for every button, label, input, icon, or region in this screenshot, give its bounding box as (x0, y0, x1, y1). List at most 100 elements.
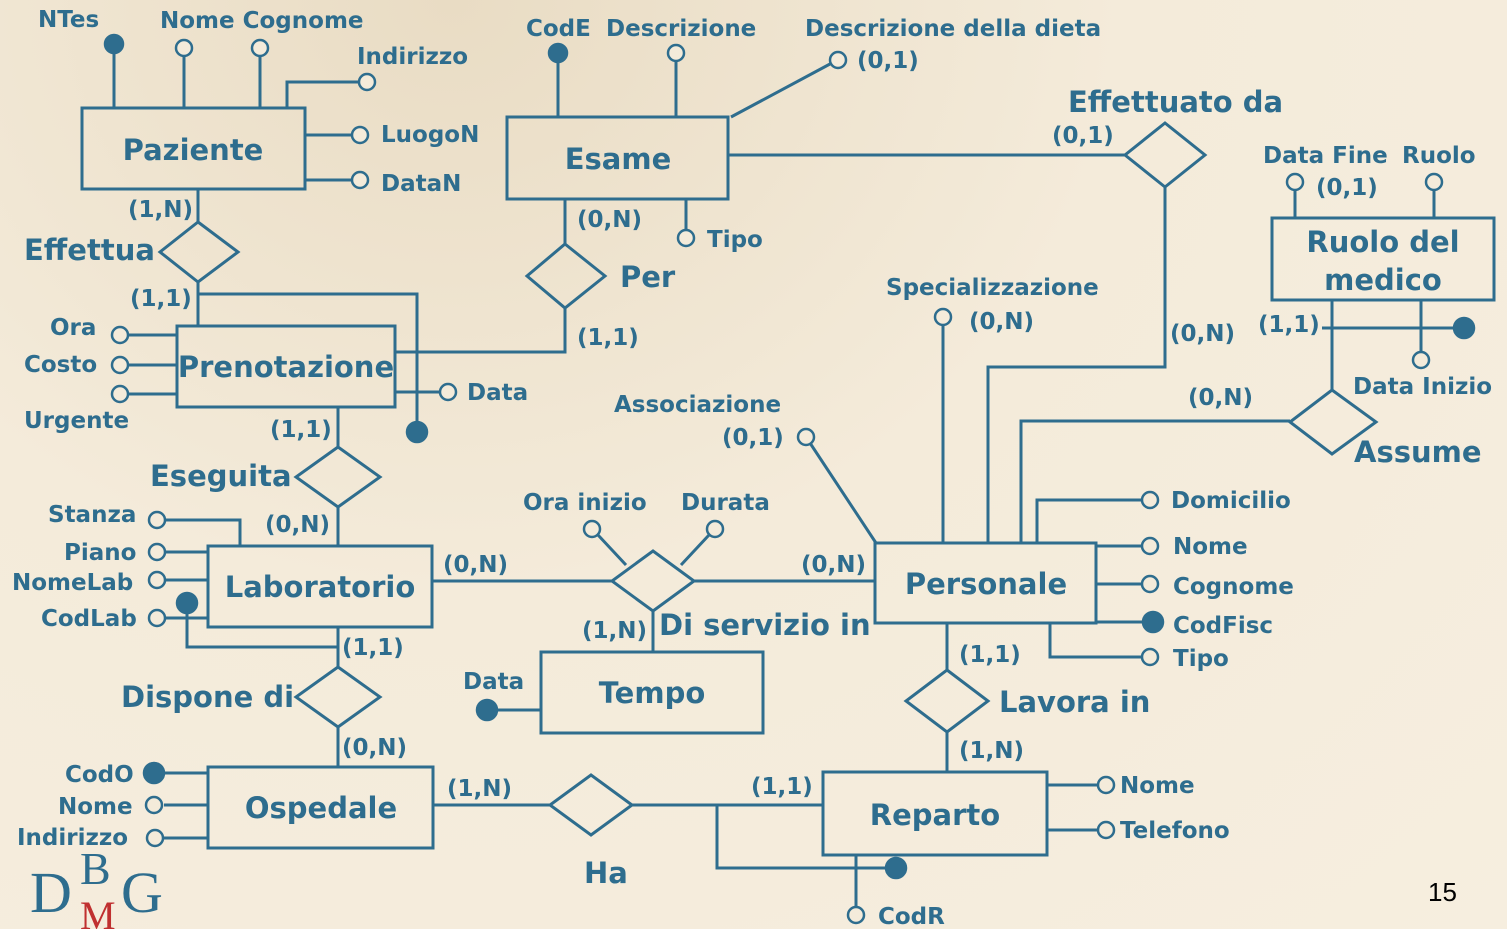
rel-eseguita-diamond (293, 445, 383, 509)
card-reparto-lavora: (1,N) (959, 738, 1024, 764)
rel-servizio-diamond (609, 549, 697, 613)
card-ospedale-ha: (1,N) (447, 776, 512, 802)
logo-letter-m: M (80, 893, 116, 929)
card-personale-assume: (0,N) (1188, 385, 1253, 411)
connections (112, 44, 1455, 909)
attr-tipo-personale: Tipo (1173, 646, 1229, 672)
attribute-marker (1096, 820, 1116, 840)
card-ruolo-assume: (1,1) (1258, 312, 1320, 338)
attribute-marker (676, 228, 696, 248)
attr-piano: Piano (64, 540, 136, 566)
attribute-marker (147, 608, 167, 628)
key-marker (475, 698, 499, 722)
attribute-markers (103, 33, 1476, 925)
card-prenotazione-per: (1,1) (577, 325, 639, 351)
relationships (157, 121, 1379, 837)
entity-reparto: Reparto (870, 798, 1000, 832)
entity-ruolo-line1: Ruolo del (1306, 225, 1459, 259)
attribute-marker (1411, 350, 1431, 370)
attribute-marker (438, 382, 458, 402)
attribute-marker (1285, 172, 1305, 192)
cardinalities: (1,N) (1,1) (0,N) (1,1) (0,1) (0,N) (1,1… (128, 123, 1320, 802)
rel-ha-diamond (547, 773, 635, 837)
attr-data-prenotazione: Data (467, 380, 528, 406)
entity-ospedale: Ospedale (245, 791, 397, 825)
attribute-marker (1140, 647, 1160, 667)
entity-paziente-box (80, 106, 307, 191)
attribute-marker (350, 170, 370, 190)
attribute-marker (145, 828, 165, 848)
attr-code: CodE (526, 16, 591, 42)
rel-lavora-diamond (903, 668, 991, 734)
attr-cognome-personale: Cognome (1173, 574, 1294, 600)
card-paziente-effettua: (1,N) (128, 197, 193, 223)
entities (80, 106, 1496, 857)
card-personale-lavora: (1,1) (959, 642, 1021, 668)
attr-ora: Ora (50, 315, 96, 341)
card-laboratorio-dispone: (1,1) (342, 635, 404, 661)
key-marker (175, 591, 199, 615)
attribute-marker (582, 519, 602, 539)
attr-codfisc: CodFisc (1173, 613, 1273, 639)
attribute-marker (1140, 490, 1160, 510)
logo-letter-g: G (121, 860, 163, 925)
card-reparto-ha: (1,1) (751, 774, 813, 800)
rel-eseguita: Eseguita (150, 459, 292, 493)
attr-ruolo: Ruolo (1402, 143, 1476, 169)
rel-assume: Assume (1354, 435, 1482, 469)
entity-ruolo-line2: medico (1324, 263, 1442, 297)
card-tempo-servizio: (1,N) (582, 618, 647, 644)
attr-associazione: Associazione (614, 392, 781, 418)
rel-lavora-in: Lavora in (999, 685, 1150, 719)
key-marker (142, 761, 166, 785)
entity-prenotazione-box (175, 324, 397, 409)
attribute-marker (110, 325, 130, 345)
attribute-marker (357, 72, 377, 92)
attr-nome-personale: Nome (1173, 534, 1248, 560)
attr-domicilio: Domicilio (1171, 488, 1291, 514)
key-marker (1452, 316, 1476, 340)
entity-esame: Esame (565, 142, 672, 176)
attr-nome-cognome: Nome Cognome (160, 8, 364, 34)
attr-codo: CodO (65, 762, 134, 788)
attr-data-fine: Data Fine (1263, 143, 1388, 169)
attr-indirizzo: Indirizzo (357, 44, 468, 70)
attribute-marker (846, 905, 866, 925)
key-marker (405, 420, 429, 444)
attribute-marker (110, 355, 130, 375)
attr-telefono: Telefono (1120, 818, 1230, 844)
attr-nome-reparto: Nome (1120, 773, 1195, 799)
card-specializzazione: (0,N) (969, 309, 1034, 335)
attribute-marker (1096, 775, 1116, 795)
key-marker (547, 42, 569, 64)
attr-nome-ospedale: Nome (58, 794, 133, 820)
attr-urgente: Urgente (24, 408, 129, 434)
logo-letter-b: B (80, 843, 111, 894)
attr-stanza: Stanza (48, 502, 136, 528)
attr-data-inizio: Data Inizio (1353, 374, 1492, 400)
entity-ospedale-box (206, 765, 435, 850)
card-laboratorio-servizio: (0,N) (443, 552, 508, 578)
rel-assume-diamond (1287, 388, 1379, 456)
rel-di-servizio-in: Di servizio in (659, 608, 871, 642)
attr-codlab: CodLab (41, 606, 137, 632)
key-marker (103, 33, 125, 55)
entity-personale: Personale (905, 567, 1067, 601)
attribute-marker (147, 542, 167, 562)
card-prenotazione-eseguita: (1,1) (270, 417, 332, 443)
attribute-marker (250, 38, 270, 58)
attribute-marker (144, 795, 164, 815)
logo-letter-d: D (30, 860, 72, 925)
card-esame-effettuato: (0,1) (1052, 123, 1114, 149)
entity-personale-box (873, 541, 1098, 625)
attr-descrizione-dieta: Descrizione della dieta (805, 16, 1101, 42)
entity-reparto-box (821, 770, 1049, 857)
attr-datan: DataN (381, 171, 461, 197)
attr-ntes: NTes (38, 7, 99, 33)
attribute-marker (1424, 172, 1444, 192)
attribute-marker (147, 510, 167, 530)
entity-ruolo-box (1270, 216, 1496, 302)
attr-luogon: LuogoN (381, 122, 479, 148)
